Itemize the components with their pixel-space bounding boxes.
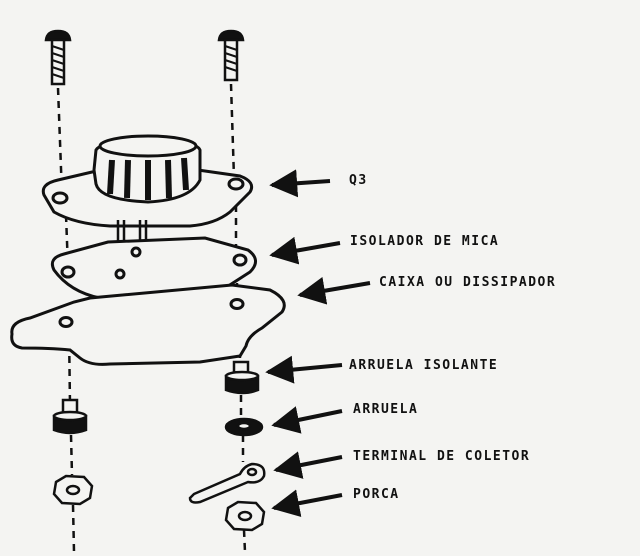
arrow-isolador: [269, 236, 341, 265]
callout-arrows: [265, 169, 371, 518]
right-screw: [217, 29, 245, 82]
label-terminal-de-coletor: TERMINAL DE COLETOR: [353, 449, 531, 464]
nut: [224, 500, 266, 532]
label-arruela-isolante: ARRUELA ISOLANTE: [349, 358, 499, 373]
label-porca: PORCA: [353, 487, 400, 502]
arrow-arruela-isolante: [265, 355, 343, 384]
arrow-porca: [271, 489, 343, 518]
washer: [224, 417, 264, 437]
left-insulating-washer: [52, 398, 88, 435]
label-isolador-de-mica: ISOLADOR DE MICA: [350, 234, 500, 249]
left-nut: [52, 474, 94, 506]
label-caixa-ou-dissipador: CAIXA OU DISSIPADOR: [379, 275, 557, 290]
arrow-terminal: [273, 451, 343, 479]
collector-terminal: [188, 462, 266, 504]
label-q3: Q3: [349, 173, 368, 188]
insulating-washer: [224, 360, 260, 395]
label-arruela: ARRUELA: [353, 402, 419, 417]
arrow-caixa: [297, 276, 371, 305]
transistor-q3: [41, 134, 254, 244]
heatsink-case: [10, 283, 286, 366]
arrow-q3: [269, 169, 331, 198]
arrow-arruela: [271, 406, 343, 434]
left-screw: [44, 29, 72, 86]
mica-insulator: [50, 236, 257, 302]
